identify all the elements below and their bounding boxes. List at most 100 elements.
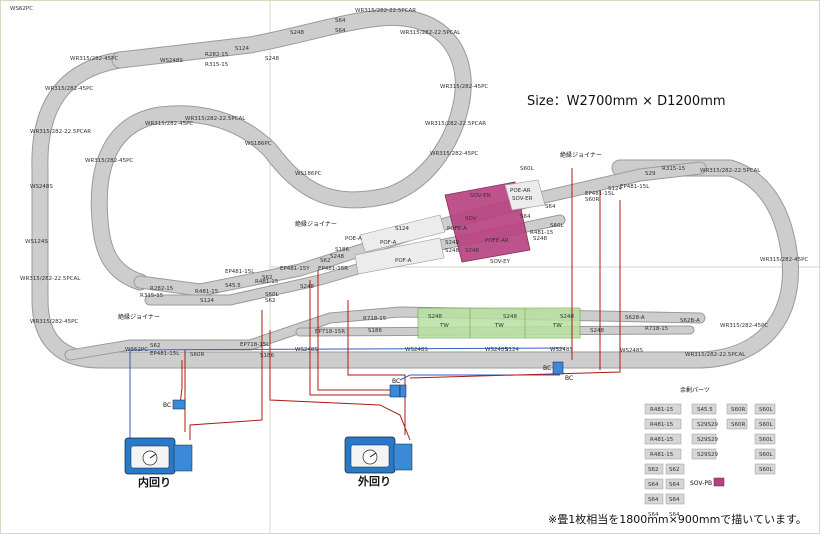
tunnel-label: S248: [503, 314, 517, 320]
track-label: S248: [590, 328, 604, 334]
spare-part-label: R481-15: [650, 407, 674, 413]
track-label: R718-15: [645, 326, 669, 332]
track-label: S248: [445, 248, 459, 254]
track-label: S64: [335, 18, 346, 24]
bc-label-4: BC: [565, 375, 573, 382]
track-label: S248: [533, 236, 547, 242]
track-label: S60L: [550, 223, 564, 229]
size-label: Size：W2700mm × D1200mm: [527, 94, 726, 109]
track-label: WS186PC: [245, 141, 272, 147]
track-label: WS62PC: [10, 6, 33, 12]
tunnel-area: [417, 307, 581, 339]
spare-part-label: S29S29: [697, 437, 718, 443]
spare-part-label: R481-15: [650, 422, 674, 428]
track-label: EP481-15L: [225, 269, 255, 275]
track-label: R481-15: [255, 279, 279, 285]
track-label: S248: [290, 30, 304, 36]
track-label: WR315/282-22.5PCAL: [185, 116, 246, 122]
track-label: R315-15: [140, 293, 164, 299]
track-label: WR315/282-22.5PCAR: [425, 121, 486, 127]
tunnel-label: S248: [428, 314, 442, 320]
track-label: S29: [645, 171, 656, 177]
spare-part-label: S60L: [759, 437, 773, 443]
upper-loop-track: [90, 8, 472, 291]
track-label: WS186PC: [295, 171, 322, 177]
track-label: S60R: [190, 352, 204, 358]
track-label: EP481-15Y: [280, 266, 310, 272]
track-label: S186: [335, 247, 349, 253]
track-label: R481-15: [195, 289, 219, 295]
track-label: POF-A: [380, 240, 397, 246]
spare-part-label: S29S29: [697, 452, 718, 458]
track-label: S62B-A: [680, 318, 700, 324]
tunnel-label: S248: [560, 314, 574, 320]
spare-part-label: S60L: [759, 407, 773, 413]
track-label: S64: [545, 204, 556, 210]
track-label: S64: [335, 28, 346, 34]
platform-pof: [359, 214, 446, 253]
track-label: EP718-15L: [240, 342, 270, 348]
bc-label-1: BC: [163, 402, 171, 409]
track-label: WS248S: [485, 347, 508, 353]
outer-loop-track: [31, 51, 799, 369]
track-label: WR315/282-45PC: [720, 323, 768, 329]
track-label: EP718-15R: [315, 329, 345, 335]
spare-part-label: R481-15: [650, 437, 674, 443]
spare-part-label: S64: [669, 512, 680, 518]
joiner-label-2: 絶縁ジョイナー: [295, 220, 337, 228]
track-label: WR315/282-45PC: [145, 121, 193, 127]
spare-part-label: S64: [669, 497, 680, 503]
footnote: ※畳1枚相当を1800mm×900mmで描いています。: [548, 512, 807, 526]
track-label: R481-15: [530, 230, 554, 236]
label-layer: S64WR315/282-22.5PCARWR315/282-22.5PCALW…: [10, 6, 808, 518]
track-label: S60L: [265, 292, 279, 298]
track-label: WS248S: [620, 348, 643, 354]
track-label: POE-AR: [510, 188, 531, 194]
track-label: S45.5: [225, 283, 241, 289]
track-label: POF-A: [395, 258, 412, 264]
track-label: R315-15: [205, 62, 229, 68]
track-label: S124: [608, 186, 622, 192]
bc-label-2: BC: [392, 378, 400, 385]
track-label: POFE-AR: [485, 238, 509, 244]
spare-part-label: S60R: [731, 422, 745, 428]
track-label: S248: [300, 284, 314, 290]
track-label: WR315/282-45PC: [30, 319, 78, 325]
bc-boxes: [172, 361, 564, 410]
track-label: WS248S: [550, 347, 573, 353]
tunnel-label: TW: [494, 323, 504, 329]
track-label: WR315/282-22.5PCAR: [30, 129, 91, 135]
track-label: WS248S: [160, 58, 183, 64]
track-label: S124: [200, 298, 214, 304]
track-bands: [31, 8, 799, 369]
track-label: WR315/282-22.5PCAL: [700, 168, 761, 174]
wiring: [129, 168, 621, 441]
track-label: S60L: [520, 166, 534, 172]
track-label: WS248S: [30, 184, 53, 190]
track-label: S124: [395, 226, 409, 232]
sov-pb-label: SOV-PB: [690, 480, 712, 487]
spare-parts-title: 余剰パーツ: [680, 386, 710, 394]
track-label: S64: [520, 214, 531, 220]
track-label: S186: [260, 353, 274, 359]
track-label: WS248S: [295, 347, 318, 353]
track-label: WR315/282-45PC: [85, 158, 133, 164]
track-label: S186: [368, 328, 382, 334]
station-area: [354, 179, 546, 275]
controller-outer-label: 外回り: [357, 474, 391, 488]
track-label: EP481-15R: [318, 266, 348, 272]
track-label: SOV-ER: [512, 196, 533, 202]
track-label: WR315/282-45PC: [45, 86, 93, 92]
track-label: WR315/282-45PC: [760, 257, 808, 263]
track-label: S248: [445, 240, 459, 246]
track-label: S124: [505, 347, 519, 353]
track-label: S62: [320, 258, 331, 264]
track-label: WR315/282-45PC: [440, 84, 488, 90]
track-label: WR315/282-45PC: [70, 56, 118, 62]
spare-parts-panel: [644, 403, 776, 505]
spare-part-label: S60L: [759, 422, 773, 428]
track-label: POFE-A: [447, 226, 467, 232]
track-label: SOV: [465, 216, 477, 222]
